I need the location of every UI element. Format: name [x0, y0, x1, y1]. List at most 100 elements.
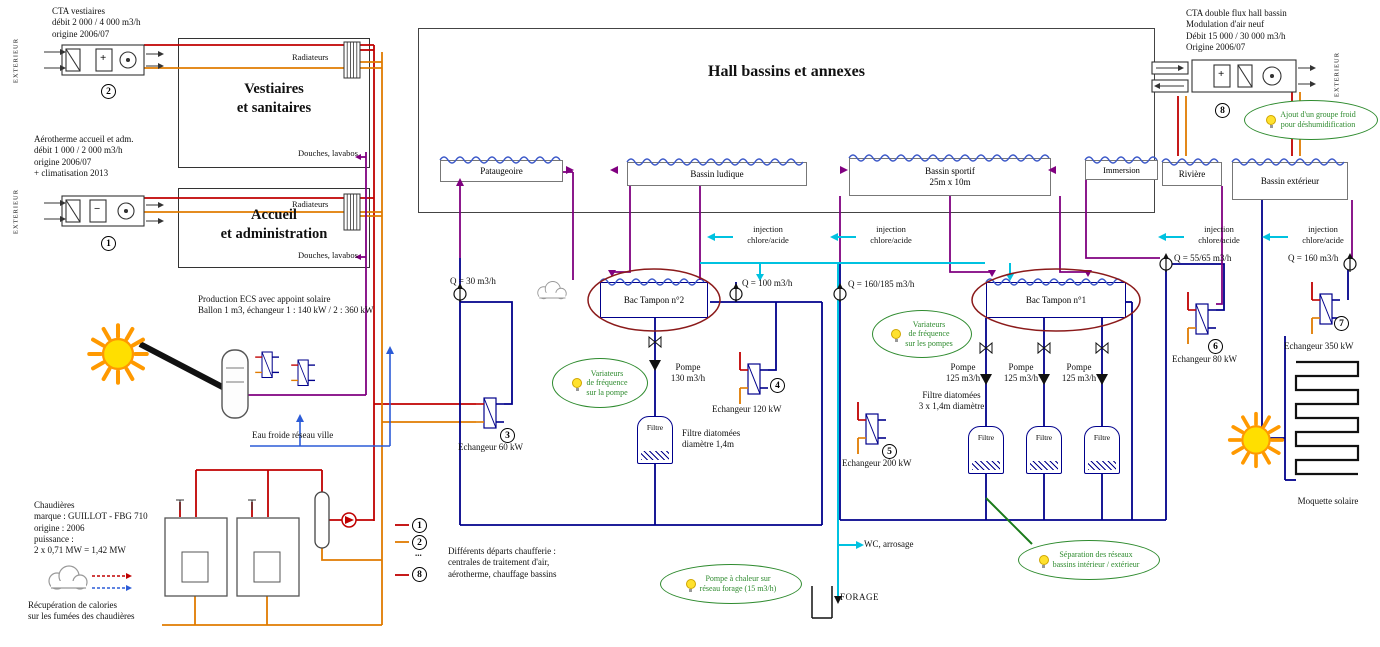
well-marker-icon: [834, 596, 842, 604]
pompe-125-label: Pompe 125 m3/h: [1003, 362, 1039, 384]
ahu-plus-symbol: +: [100, 52, 107, 64]
aerotherme-note: Aérotherme accueil et adm. débit 1 000 /…: [34, 134, 134, 178]
filter-unit: Filtre: [1084, 426, 1120, 474]
injection-label: injection chlore/acide: [1198, 224, 1240, 245]
vestiaires-box: [178, 38, 370, 168]
radiateurs-label: Radiateurs: [292, 52, 329, 62]
pompe-130-label: Pompe 130 m3/h: [670, 362, 706, 384]
sun-icon: [1227, 411, 1285, 469]
flow-meter-icon: [1159, 252, 1173, 273]
vestiaires-title: Vestiaires et sanitaires: [236, 81, 312, 116]
filtre-diatomees-note: Filtre diatomées 3 x 1,4m diamètre: [918, 390, 985, 412]
lightbulb-icon: [685, 579, 696, 592]
heat-exchanger-icon: [739, 363, 769, 395]
circled-number-2: 2: [101, 84, 116, 99]
pool-bassin-exterieur: Bassin extérieur: [1232, 162, 1348, 200]
idea-variateur-pompe: Variateurs de fréquence sur la pompe: [552, 358, 648, 408]
idea-separation-reseaux: Séparation des réseaux bassins intérieur…: [1018, 540, 1160, 580]
sun-icon: [89, 325, 147, 383]
treatment-pipes: [700, 236, 1288, 598]
lightbulb-icon: [572, 378, 583, 391]
bac2-highlight-ellipse: [587, 268, 721, 332]
heat-exchanger-icon: [290, 359, 316, 387]
exterieur-label: EXTERIEUR: [12, 188, 20, 235]
circled-number-2: 2: [412, 535, 427, 550]
flue-recovery-arrows: [92, 573, 132, 591]
radiator-icon: [343, 41, 361, 79]
pool-label: Bassin extérieur: [1260, 175, 1320, 186]
pool-label: Bassin ludique: [690, 168, 744, 179]
douches-label: Douches, lavabos: [298, 250, 358, 260]
echangeur-350-label: Echangeur 350 kW: [1284, 341, 1354, 351]
heat-exchanger-icon: [1187, 303, 1217, 335]
hot-water-pipes: [144, 44, 1313, 576]
bac-tampon-1: Bac Tampon n°1: [986, 282, 1126, 318]
filtre-label: Filtre: [1035, 433, 1053, 442]
cloud-icon: [537, 281, 567, 300]
circled-number-3: 3: [500, 428, 515, 443]
ahu-hall-icon: [1151, 59, 1316, 93]
accueil-title: Accueil et administration: [220, 207, 328, 242]
circled-number-1: 1: [101, 236, 116, 251]
ahu-accueil-icon: [44, 195, 164, 227]
circled-number-8: 8: [1215, 103, 1230, 118]
filtre-diatomees-note: Filtre diatomées diamètre 1,4m: [682, 428, 741, 450]
eau-froide-label: Eau froide réseau ville: [252, 430, 334, 440]
pool-immersion: Immersion: [1085, 160, 1158, 180]
idea-text: Ajout d'un groupe froid pour déshumidifi…: [1280, 110, 1356, 129]
return-water-pipes: [144, 52, 1313, 626]
idea-groupe-froid: Ajout d'un groupe froid pour déshumidifi…: [1244, 100, 1378, 140]
production-ecs-note: Production ECS avec appoint solaire Ball…: [198, 294, 374, 316]
departs-note: Différents départs chaufferie : centrale…: [448, 546, 557, 579]
pool-pataugeoire: Pataugeoire: [440, 160, 563, 182]
filtre-label: Filtre: [646, 423, 664, 432]
forage-label: FORAGE: [840, 592, 880, 602]
pump-icon: [649, 360, 661, 371]
city-water-pipes: [250, 352, 391, 447]
treatment-arrow-icon: [707, 233, 1270, 549]
circled-number-5: 5: [882, 444, 897, 459]
circulation-pump-icon: [341, 512, 357, 528]
recuperation-note: Récupération de calories sur les fumées …: [28, 600, 135, 622]
city-water-arrow-icon: [296, 346, 394, 422]
idea-text: Pompe à chaleur sur réseau forage (15 m3…: [699, 574, 777, 593]
filtre-label: Filtre: [1093, 433, 1111, 442]
lightbulb-icon: [1266, 115, 1277, 128]
ahu-minus-symbol: −: [94, 203, 101, 215]
cta-vestiaires-note: CTA vestiaires débit 2 000 / 4 000 m3/h …: [52, 6, 141, 39]
solar-collector-icon: [138, 341, 234, 395]
flow-q160-185-label: Q = 160/185 m3/h: [848, 279, 915, 289]
exterieur-label: EXTERIEUR: [1333, 51, 1341, 98]
bac1-highlight-ellipse: [971, 268, 1141, 332]
flue-gas-cloud-icon: [48, 565, 88, 590]
exterieur-label: EXTERIEUR: [12, 37, 20, 84]
lightbulb-icon: [1038, 555, 1049, 568]
injection-label: injection chlore/acide: [1302, 224, 1344, 245]
flow-meter-icon: [833, 282, 847, 303]
separation-pointer-line: [985, 497, 1033, 545]
filtre-label: Filtre: [977, 433, 995, 442]
accueil-box: [178, 188, 370, 268]
flow-q30-label: Q = 30 m3/h: [450, 276, 496, 286]
flow-meter-icon: [729, 282, 743, 303]
ahu-vestiaires-icon: [44, 44, 164, 76]
moquette-solaire-coil: [1294, 360, 1360, 476]
flow-arrow-icon: [355, 154, 1092, 277]
ecs-tank: [221, 349, 249, 419]
idea-text: Variateurs de fréquence sur la pompe: [586, 368, 628, 397]
hydraulic-separator: [314, 491, 330, 549]
idea-pac-forage: Pompe à chaleur sur réseau forage (15 m3…: [660, 564, 802, 604]
injection-label: injection chlore/acide: [747, 224, 789, 245]
filter-unit: Filtre: [637, 416, 673, 464]
chaudieres-note: Chaudières marque : GUILLOT - FBG 710 or…: [34, 500, 148, 555]
circled-number-1: 1: [412, 518, 427, 533]
moquette-solaire-label: Moquette solaire: [1297, 496, 1359, 506]
drain-ecs-pipes: [248, 152, 1353, 396]
filter-unit: Filtre: [968, 426, 1004, 474]
pool-label: Bassin sportif 25m x 10m: [925, 166, 975, 187]
bac-label: Bac Tampon n°2: [623, 295, 685, 305]
hall-box: [418, 28, 1155, 213]
ahu-plus-symbol: +: [1218, 68, 1225, 80]
filter-unit: Filtre: [1026, 426, 1062, 474]
